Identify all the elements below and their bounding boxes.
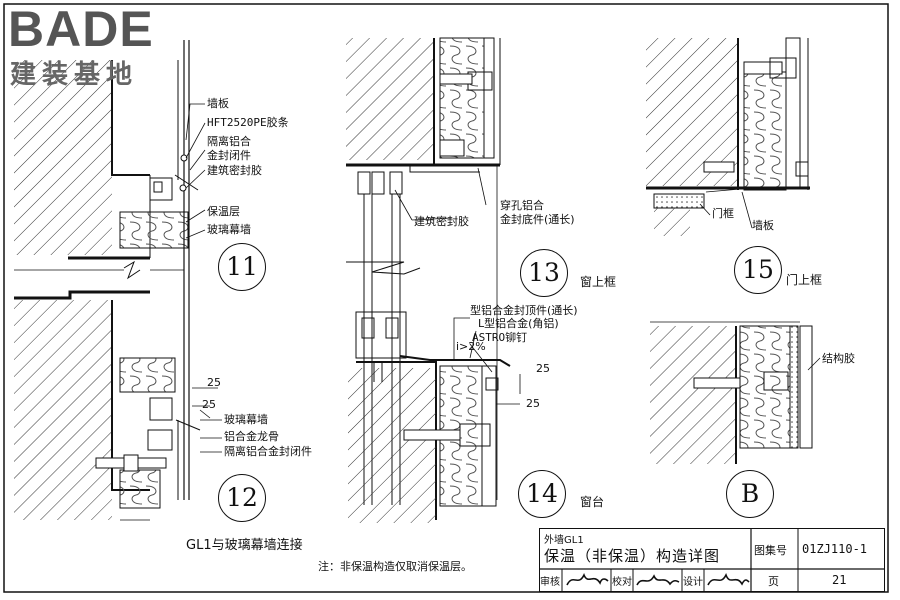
dim-25-c: 25 [536,362,550,375]
dim-25-a: 25 [207,376,221,389]
title-block: 外墙GL1 保温（非保温）构造详图 图集号 01ZJ110-1 审核 校对 设计… [539,528,885,592]
detail-13-marker: 13 [520,249,568,297]
detail-b-marker: B [726,470,774,518]
label-gasket: HFT2520PE胶条 [207,116,289,129]
dim-25-b: 25 [202,398,216,411]
label-wall-panel-15: 墙板 [752,219,774,232]
check-label: 校对 [612,577,632,588]
label-perforated-al-2: 金封底件(通长) [500,213,575,226]
label-perforated-al-1: 穿孔铝合 [500,199,544,212]
detail-15-title: 门上框 [786,273,823,287]
label-al-keel: 铝合金龙骨 [224,430,279,443]
review-label: 审核 [540,577,560,588]
detail-14-marker: 14 [518,470,566,518]
label-glass-curtain-wall-2: 玻璃幕墙 [224,413,268,426]
label-cap-profile: 型铝合金封顶件(通长) [470,304,578,317]
label-glass-curtain-wall: 玻璃幕墙 [207,223,251,236]
drawing-title: 保温（非保温）构造详图 [544,547,721,565]
title-block-grid [540,529,884,591]
label-sealant: 建筑密封胶 [207,164,262,177]
label-sealant-13: 建筑密封胶 [414,215,469,228]
label-insulation: 保温层 [207,205,240,218]
detail-15-drawing [646,37,810,236]
label-isolation-al-2: 金封闭件 [207,149,251,162]
detail-11-drawing [14,40,206,500]
detail-15-marker: 15 [734,246,782,294]
detail-13-title: 窗上框 [580,275,617,289]
detail-b-drawing [650,321,821,464]
label-door-frame: 门框 [712,207,734,220]
page-number: 21 [832,573,847,587]
label-astro-rivet: ASTRO铆钉 [472,331,528,344]
label-structural-adhesive: 结构胶 [822,352,855,365]
label-isolation-closure: 隔离铝合金封闭件 [224,445,312,458]
caption-gl1-connection: GL1与玻璃幕墙连接 [186,538,303,553]
label-slope: i>2% [456,340,486,353]
design-label: 设计 [683,577,703,588]
detail-14-drawing [348,311,521,523]
note-text: 注：非保温构造仅取消保温层。 [318,560,472,573]
label-isolation-al-1: 隔离铝合 [207,135,251,148]
detail-12-marker: 12 [218,474,266,522]
bade-logo: BADE 建装基地 [8,1,178,90]
detail-13-drawing [346,37,501,505]
detail-12-drawing [14,290,222,521]
logo-tagline: 建装基地 [10,60,139,90]
logo-wordmark: BADE [8,1,154,57]
wall-type: 外墙GL1 [544,535,584,546]
dim-25-d: 25 [526,397,540,410]
label-l-angle: L型铝合金(角铝) [478,317,559,330]
atlas-label: 图集号 [754,544,787,557]
page-label: 页 [768,575,779,588]
detail-11-marker: 11 [218,243,266,291]
label-wall-panel: 墙板 [207,97,229,110]
atlas-number: 01ZJ110-1 [802,542,868,556]
signatures [566,572,750,586]
detail-14-title: 窗台 [580,495,605,509]
